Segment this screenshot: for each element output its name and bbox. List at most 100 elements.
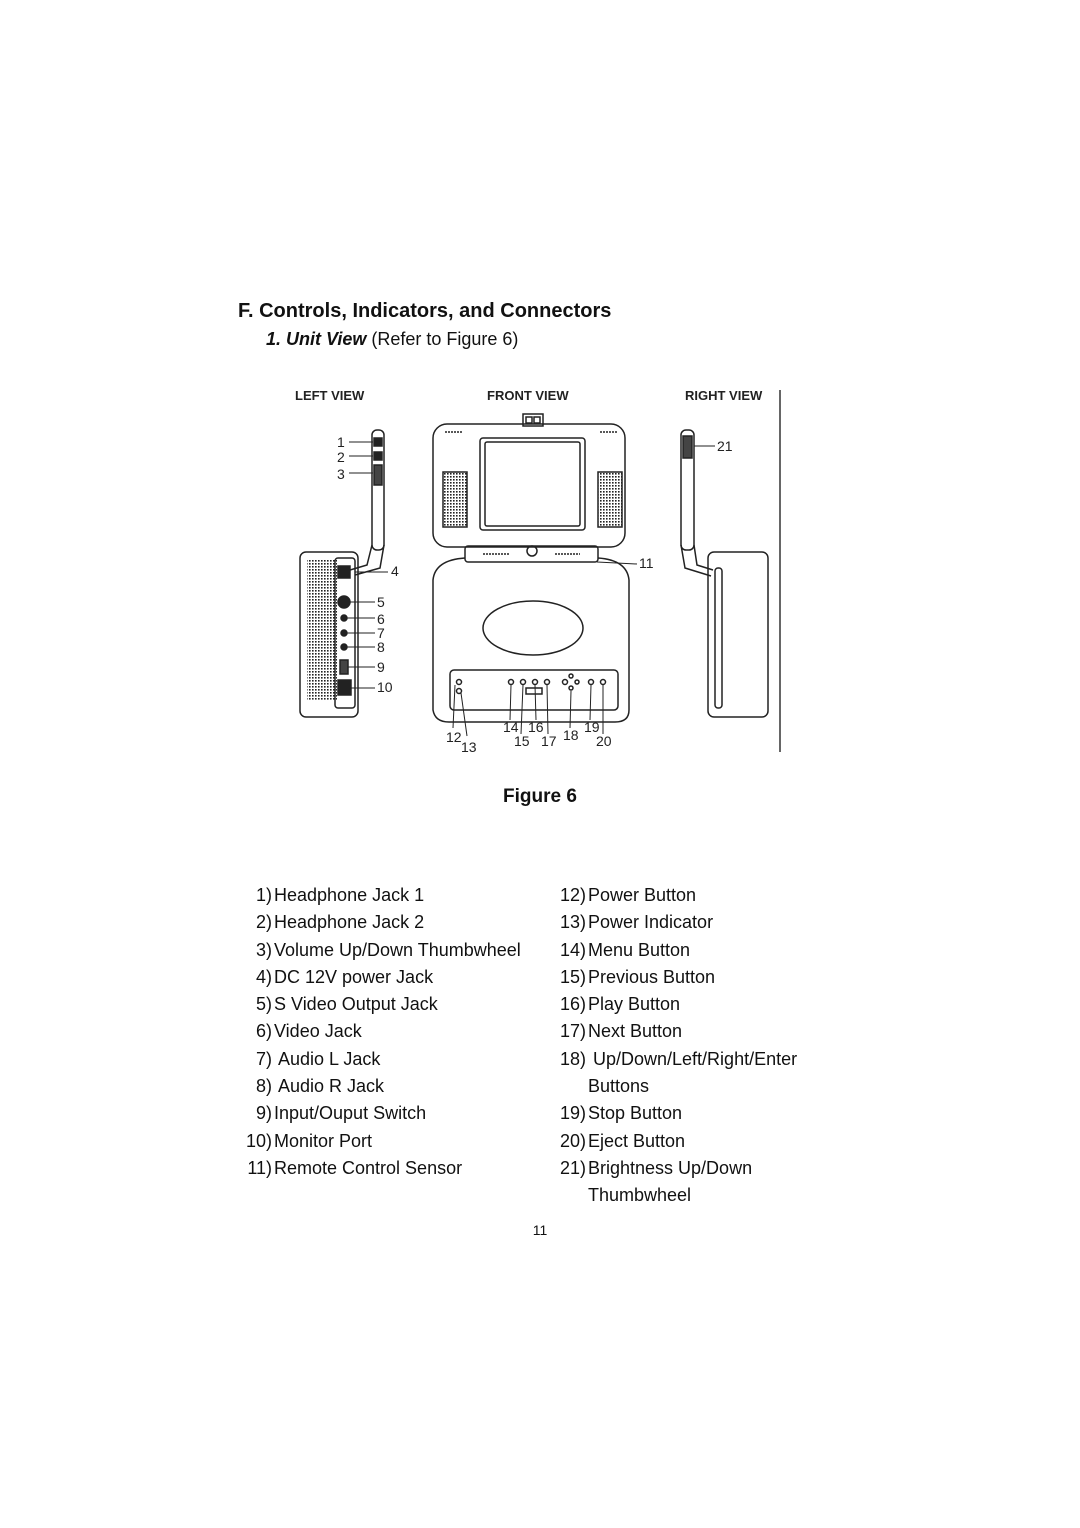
legend-item: 18) Up/Down/Left/Right/Enter [550, 1046, 797, 1073]
unit-view-label: 1. Unit View [266, 329, 367, 349]
legend-item-label: Remote Control Sensor [274, 1157, 463, 1178]
legend-item-number: 9) [255, 1103, 272, 1124]
legend-item-label: Power Indicator [588, 912, 714, 933]
callout-21: 21 [717, 438, 733, 454]
right-view-title: RIGHT VIEW [685, 388, 763, 403]
callout-6: 6 [377, 611, 385, 627]
legend-item: 15)Previous Button [550, 964, 797, 991]
callout-10: 10 [377, 679, 393, 695]
legend-item-number: 19) [559, 1103, 586, 1124]
legend-item-number: 8) [255, 1076, 272, 1097]
legend-item-label: Audio L Jack [274, 1048, 381, 1069]
legend-item: 20)Eject Button [550, 1128, 797, 1155]
callout-4: 4 [391, 563, 399, 579]
legend-item: 11)Remote Control Sensor [236, 1155, 521, 1182]
legend-item-label: Headphone Jack 2 [274, 912, 425, 933]
callout-20: 20 [596, 733, 612, 749]
callout-17: 17 [541, 733, 557, 749]
callout-12: 12 [446, 729, 462, 745]
legend-item-number: 13) [559, 912, 586, 933]
legend-item: 13)Power Indicator [550, 909, 797, 936]
left-leader-lines [347, 441, 388, 689]
legend-item-number: 20) [559, 1130, 586, 1151]
callout-14: 14 [503, 719, 519, 735]
callout-3: 3 [337, 466, 345, 482]
left-view-drawing [299, 429, 385, 718]
legend-item-number [550, 1073, 586, 1100]
front-callouts: 11 12 13 14 15 16 17 18 19 20 [446, 555, 654, 755]
legend-item: Thumbwheel [550, 1182, 797, 1209]
legend-item: 17)Next Button [550, 1018, 797, 1045]
legend-item-number: 10) [245, 1130, 272, 1151]
callout-11: 11 [639, 555, 654, 571]
section-heading: F. Controls, Indicators, and Connectors [238, 300, 612, 322]
unit-view-figure: LEFT VIEW FRONT VIEW RIGHT VIEW [285, 380, 790, 760]
legend-item-label: Buttons [588, 1076, 650, 1097]
callout-2: 2 [337, 449, 345, 465]
left-callouts: 1 2 3 4 5 6 7 8 9 10 [337, 434, 399, 695]
legend-item-label: Volume Up/Down Thumbwheel [274, 939, 521, 960]
legend-item: 5)S Video Output Jack [236, 991, 521, 1018]
legend-item: 16)Play Button [550, 991, 797, 1018]
legend-item: 14)Menu Button [550, 937, 797, 964]
legend-item-number: 5) [255, 994, 272, 1015]
legend-item-number: 17) [559, 1021, 586, 1042]
legend-item-number: 4) [255, 966, 272, 987]
legend-item-label: S Video Output Jack [274, 994, 438, 1015]
legend-item-label: Video Jack [274, 1021, 362, 1042]
legend-item-label: Input/Ouput Switch [274, 1103, 427, 1124]
legend-item: 2)Headphone Jack 2 [236, 909, 521, 936]
legend-item: 21)Brightness Up/Down [550, 1155, 797, 1182]
callout-15: 15 [514, 733, 530, 749]
legend-item-label: Eject Button [588, 1130, 686, 1151]
legend-item-number [550, 1182, 586, 1209]
right-view-drawing [680, 429, 769, 718]
legend-item-number: 11) [247, 1157, 272, 1178]
legend-item: 19)Stop Button [550, 1100, 797, 1127]
legend-item-label: Play Button [588, 994, 681, 1015]
callout-13: 13 [461, 739, 477, 755]
callout-18: 18 [563, 727, 579, 743]
callout-19: 19 [584, 719, 600, 735]
legend-item-label: Previous Button [588, 966, 716, 987]
callout-9: 9 [377, 659, 385, 675]
legend-item-label: Power Button [588, 885, 697, 905]
legend-item: 10)Monitor Port [236, 1128, 521, 1155]
legend-item-number: 18) [559, 1048, 586, 1069]
callout-5: 5 [377, 594, 385, 610]
page-number: 11 [532, 1222, 548, 1238]
legend-item-number: 6) [255, 1021, 272, 1042]
legend-item: 12)Power Button [550, 882, 797, 909]
legend-item: 3)Volume Up/Down Thumbwheel [236, 937, 521, 964]
legend-item-label: Monitor Port [274, 1130, 373, 1151]
legend-item: 1)Headphone Jack 1 [236, 882, 521, 909]
left-view-title: LEFT VIEW [295, 388, 365, 403]
legend-item-label: DC 12V power Jack [274, 966, 434, 987]
legend-item-label: Menu Button [588, 939, 691, 960]
legend-item-number: 3) [255, 939, 272, 960]
legend-item: 4)DC 12V power Jack [236, 964, 521, 991]
callout-7: 7 [377, 625, 385, 641]
legend-item-number: 14) [559, 939, 586, 960]
legend-item-label: Thumbwheel [588, 1185, 692, 1206]
legend-item-number: 7) [255, 1048, 272, 1069]
unit-view-diagram: LEFT VIEW FRONT VIEW RIGHT VIEW [295, 388, 781, 755]
legend-item-number: 21) [559, 1157, 586, 1178]
legend-item-number: 2) [255, 912, 272, 933]
legend-item-label: Headphone Jack 1 [274, 885, 425, 905]
legend-item-number: 15) [559, 966, 586, 987]
legend-item-label: Audio R Jack [274, 1076, 385, 1097]
callout-8: 8 [377, 639, 385, 655]
legend-item-label: Up/Down/Left/Right/Enter [588, 1048, 798, 1069]
legend-item: 7) Audio L Jack [236, 1046, 521, 1073]
legend-item: 9)Input/Ouput Switch [236, 1100, 521, 1127]
legend-item-label: Next Button [588, 1021, 683, 1042]
legend-item: 6)Video Jack [236, 1018, 521, 1045]
legend-item-label: Stop Button [588, 1103, 683, 1124]
callout-1: 1 [337, 434, 345, 450]
front-leader-lines [452, 561, 638, 737]
legend-item-number: 1) [255, 885, 272, 905]
legend-item-number: 16) [559, 994, 586, 1015]
